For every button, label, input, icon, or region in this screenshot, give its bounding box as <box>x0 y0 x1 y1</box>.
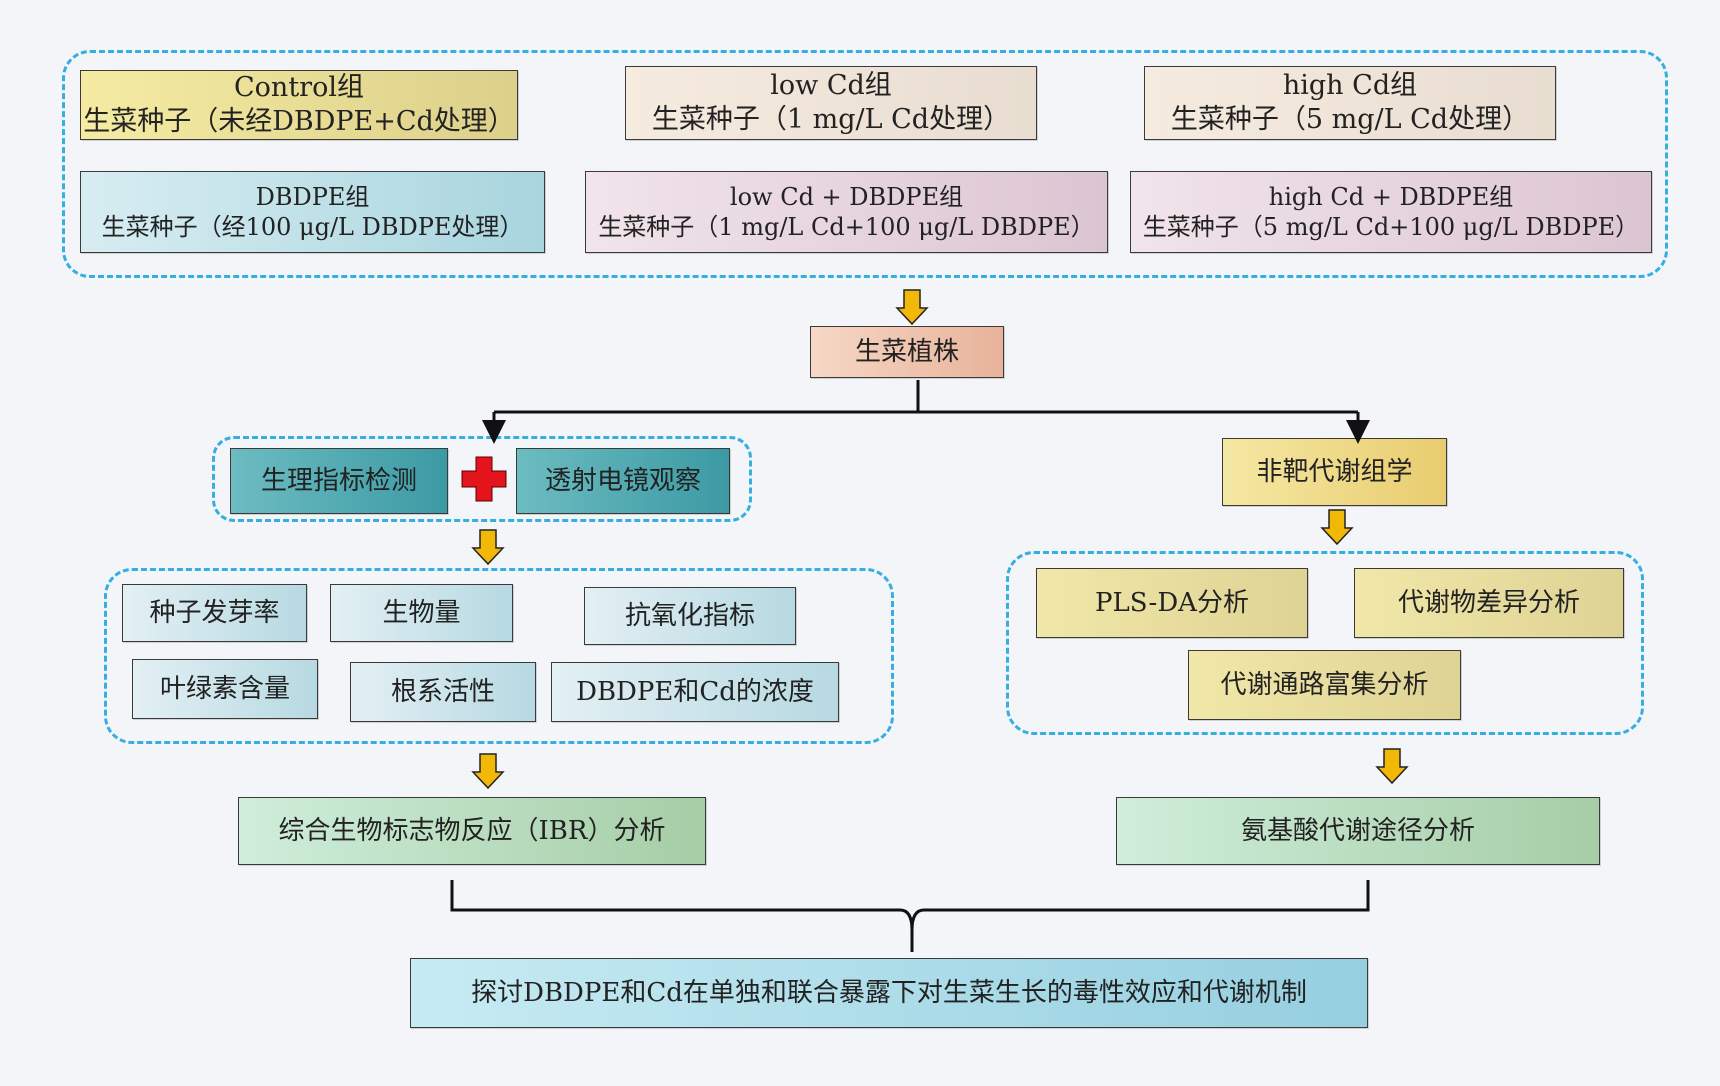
indicator-chlorophyll-box: 叶绿素含量 <box>132 659 318 719</box>
arrow-to-plant-icon <box>895 289 929 326</box>
metabolomics-box: 非靶代谢组学 <box>1222 438 1447 506</box>
analyses-group-frame <box>1006 551 1644 735</box>
indicator-biomass-box: 生物量 <box>330 584 513 642</box>
indicator-root-activity-box: 根系活性 <box>350 662 536 722</box>
indicator-chlorophyll-label: 叶绿素含量 <box>159 673 290 704</box>
pathway-enrichment-box: 代谢通路富集分析 <box>1188 650 1461 720</box>
dbdpe-group-title: DBDPE组 <box>255 183 370 211</box>
indicator-concentration-label: DBDPE和Cd的浓度 <box>576 676 814 707</box>
differential-metabolite-box: 代谢物差异分析 <box>1354 568 1624 638</box>
low-cd-group-title: low Cd组 <box>770 70 892 102</box>
physiological-test-label: 生理指标检测 <box>260 465 417 496</box>
metabolomics-label: 非靶代谢组学 <box>1256 456 1413 487</box>
high-cd-group-title: high Cd组 <box>1282 70 1418 102</box>
high-cd-dbdpe-group-title: high Cd + DBDPE组 <box>1268 183 1514 211</box>
high-cd-group-desc: 生菜种子（5 mg/L Cd处理） <box>1170 104 1530 135</box>
arrow-to-ibr-icon <box>471 753 505 790</box>
arrow-to-indicators-icon <box>471 529 505 566</box>
conclusion-box: 探讨DBDPE和Cd在单独和联合暴露下对生菜生长的毒性效应和代谢机制 <box>410 958 1368 1028</box>
indicator-biomass-label: 生物量 <box>382 597 461 628</box>
low-cd-dbdpe-group-box: low Cd + DBDPE组 生菜种子（1 mg/L Cd+100 μg/L … <box>585 171 1108 253</box>
high-cd-dbdpe-group-box: high Cd + DBDPE组 生菜种子（5 mg/L Cd+100 μg/L… <box>1130 171 1652 253</box>
low-cd-group-box: low Cd组 生菜种子（1 mg/L Cd处理） <box>625 66 1037 140</box>
low-cd-dbdpe-group-title: low Cd + DBDPE组 <box>729 183 964 211</box>
control-group-title: Control组 <box>234 72 364 104</box>
physiological-test-box: 生理指标检测 <box>230 448 448 514</box>
control-group-box: Control组 生菜种子（未经DBDPE+Cd处理） <box>80 70 518 140</box>
indicator-germination-box: 种子发芽率 <box>122 584 307 642</box>
arrow-to-amino-acid-icon <box>1375 748 1409 785</box>
amino-acid-pathway-label: 氨基酸代谢途径分析 <box>1240 815 1475 846</box>
plsda-analysis-label: PLS-DA分析 <box>1095 587 1249 618</box>
amino-acid-pathway-box: 氨基酸代谢途径分析 <box>1116 797 1600 865</box>
yellow-arrows <box>471 289 1409 790</box>
ibr-analysis-label: 综合生物标志物反应（IBR）分析 <box>278 815 666 846</box>
plsda-analysis-box: PLS-DA分析 <box>1036 568 1308 638</box>
high-cd-group-box: high Cd组 生菜种子（5 mg/L Cd处理） <box>1144 66 1556 140</box>
lettuce-plant-label: 生菜植株 <box>854 336 959 367</box>
tem-observation-box: 透射电镜观察 <box>516 448 730 514</box>
dbdpe-group-box: DBDPE组 生菜种子（经100 μg/L DBDPE处理） <box>80 171 545 253</box>
lettuce-plant-box: 生菜植株 <box>810 326 1004 378</box>
low-cd-group-desc: 生菜种子（1 mg/L Cd处理） <box>651 104 1011 135</box>
plus-icon <box>461 456 507 502</box>
tem-observation-label: 透射电镜观察 <box>544 465 701 496</box>
indicator-root-activity-label: 根系活性 <box>390 676 495 707</box>
merge-brace <box>450 880 1370 952</box>
control-group-desc: 生菜种子（未经DBDPE+Cd处理） <box>83 106 515 137</box>
arrow-to-analyses-icon <box>1320 509 1354 546</box>
treatment-group-frame <box>62 50 1668 278</box>
indicators-group-frame <box>104 568 894 744</box>
indicator-germination-label: 种子发芽率 <box>149 597 280 628</box>
low-cd-dbdpe-group-desc: 生菜种子（1 mg/L Cd+100 μg/L DBDPE） <box>598 213 1095 241</box>
indicator-concentration-box: DBDPE和Cd的浓度 <box>551 662 839 722</box>
pathway-enrichment-label: 代谢通路富集分析 <box>1220 669 1429 700</box>
differential-metabolite-label: 代谢物差异分析 <box>1397 587 1580 618</box>
dbdpe-group-desc: 生菜种子（经100 μg/L DBDPE处理） <box>101 213 524 241</box>
conclusion-label: 探讨DBDPE和Cd在单独和联合暴露下对生菜生长的毒性效应和代谢机制 <box>471 977 1307 1008</box>
ibr-analysis-box: 综合生物标志物反应（IBR）分析 <box>238 797 706 865</box>
indicator-antioxidant-box: 抗氧化指标 <box>584 587 796 645</box>
high-cd-dbdpe-group-desc: 生菜种子（5 mg/L Cd+100 μg/L DBDPE） <box>1142 213 1640 241</box>
indicator-antioxidant-label: 抗氧化指标 <box>624 600 755 631</box>
